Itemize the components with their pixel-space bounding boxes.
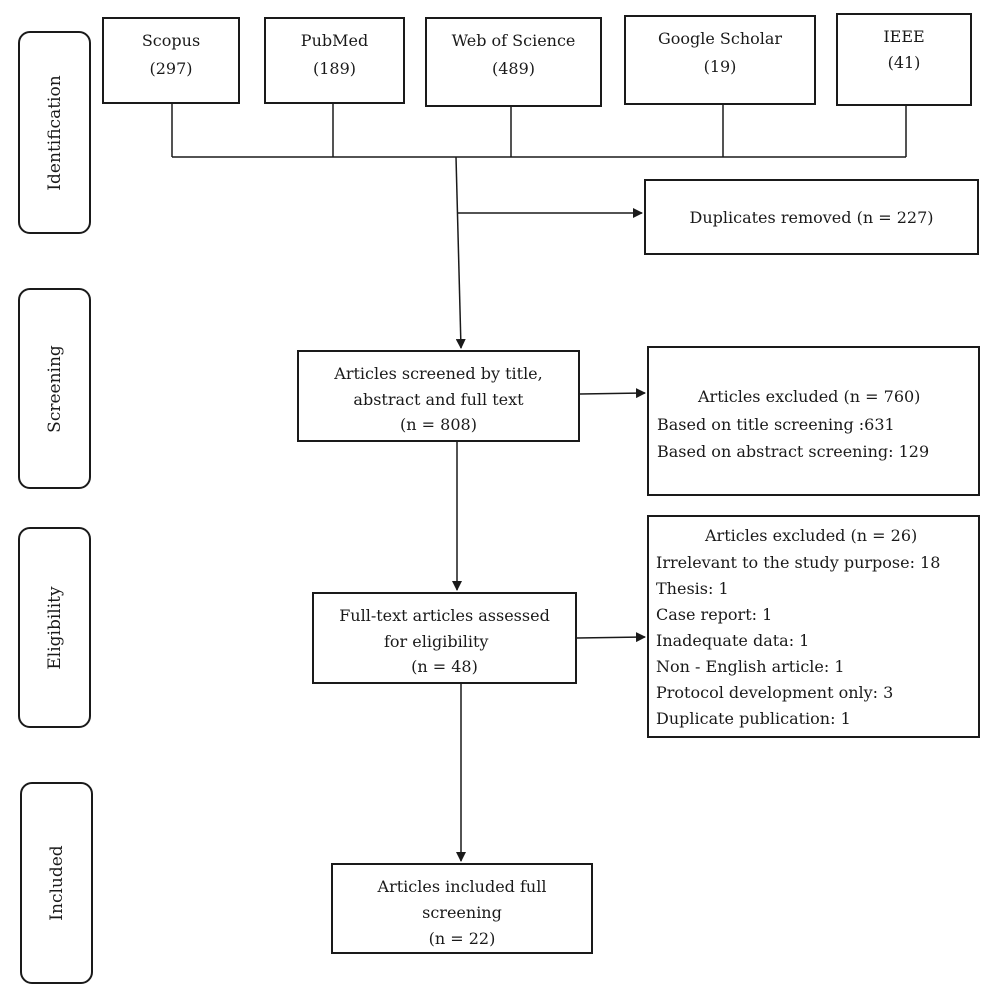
screened-line1: Articles screened by title,: [334, 364, 543, 383]
excluded-eligibility-item: Case report: 1: [656, 605, 773, 624]
screened-box: Articles screened by title, abstract and…: [297, 350, 580, 442]
duplicates-removed-box: Duplicates removed (n = 227): [644, 179, 979, 255]
arrow-to-excluded-screening: [579, 388, 646, 399]
source-count: (297): [149, 59, 193, 78]
stage-included: Included: [20, 782, 93, 984]
source-name: Scopus: [141, 31, 201, 50]
excluded-eligibility-item: Thesis: 1: [656, 579, 729, 598]
excluded-eligibility-item: Duplicate publication: 1: [656, 709, 851, 728]
source-name: PubMed: [300, 31, 369, 50]
excluded-eligibility-title: Articles excluded (n = 26): [705, 526, 918, 545]
fulltext-line1: Full-text articles assessed: [339, 606, 550, 625]
excluded-eligibility-box: Articles excluded (n = 26) Irrelevant to…: [647, 515, 980, 738]
source-ieee: IEEE (41): [836, 13, 972, 106]
source-count: (19): [703, 57, 737, 76]
source-count: (189): [312, 59, 357, 78]
excluded-screening-item: Based on title screening :631: [657, 415, 895, 434]
arrow-to-excluded-eligibility: [576, 632, 646, 643]
stage-screening: Screening: [18, 288, 91, 489]
stage-included-label: Included: [46, 845, 67, 921]
excluded-eligibility-item: Irrelevant to the study purpose: 18: [656, 553, 941, 572]
source-count: (489): [491, 59, 536, 78]
fulltext-line2: for eligibility: [384, 632, 489, 651]
screened-line3: (n = 808): [400, 415, 477, 434]
source-google-scholar: Google Scholar (19): [624, 15, 816, 105]
arrow-to-screened: [455, 156, 466, 349]
screened-line2: abstract and full text: [353, 390, 524, 409]
included-line2: screening: [422, 903, 502, 922]
stage-eligibility: Eligibility: [18, 527, 91, 728]
source-name: Web of Science: [451, 31, 576, 50]
stage-eligibility-label: Eligibility: [44, 585, 65, 670]
excluded-screening-item: Based on abstract screening: 129: [657, 442, 930, 461]
excluded-screening-box: Articles excluded (n = 760) Based on tit…: [647, 346, 980, 496]
source-name: IEEE: [883, 27, 925, 46]
source-web-of-science: Web of Science (489): [425, 17, 602, 107]
fulltext-line3: (n = 48): [411, 657, 478, 676]
included-line1: Articles included full: [377, 877, 547, 896]
excluded-eligibility-item: Inadequate data: 1: [656, 631, 810, 650]
source-count: (41): [887, 53, 921, 72]
stage-identification: Identification: [18, 31, 91, 234]
duplicates-removed-label: Duplicates removed (n = 227): [689, 208, 934, 227]
excluded-eligibility-item: Non - English article: 1: [656, 657, 845, 676]
included-box: Articles included full screening (n = 22…: [331, 863, 593, 954]
excluded-screening-title: Articles excluded (n = 760): [698, 387, 921, 406]
excluded-eligibility-item: Protocol development only: 3: [656, 683, 894, 702]
fulltext-box: Full-text articles assessed for eligibil…: [312, 592, 577, 684]
included-line3: (n = 22): [428, 929, 496, 948]
source-pubmed: PubMed (189): [264, 17, 405, 104]
stage-screening-label: Screening: [44, 344, 65, 433]
source-scopus: Scopus (297): [102, 17, 240, 104]
source-name: Google Scholar: [657, 29, 783, 48]
stage-identification-label: Identification: [44, 74, 65, 191]
